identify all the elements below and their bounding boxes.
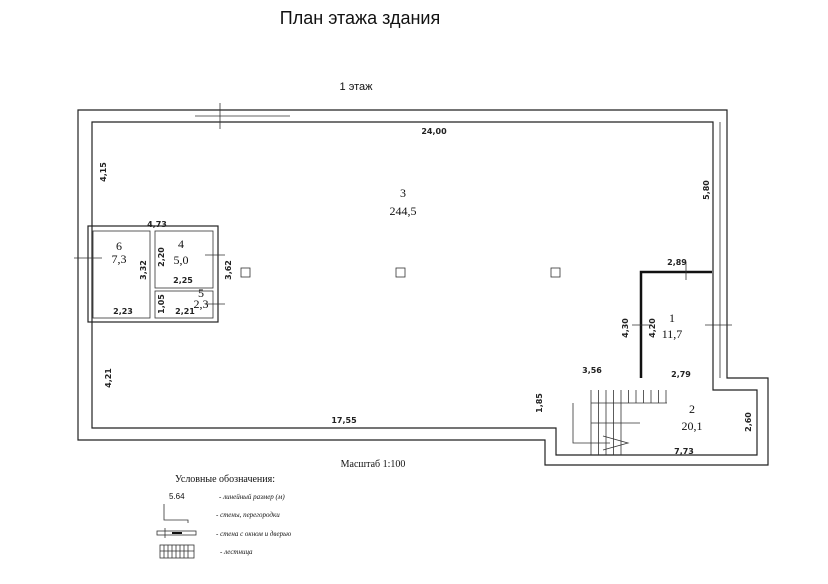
dim-r6-height: 3,32 xyxy=(139,260,148,280)
dim-r1-inner: 4,20 xyxy=(648,318,657,338)
dim-stair-step: 1,85 xyxy=(535,393,544,413)
room-2-area: 20,1 xyxy=(682,419,703,433)
column xyxy=(550,267,561,278)
room-4-area: 5,0 xyxy=(174,253,189,267)
left-rooms xyxy=(74,225,225,323)
dim-right-upper: 5,80 xyxy=(702,180,711,200)
outer-walls xyxy=(77,103,769,466)
room-3-area: 244,5 xyxy=(390,204,417,218)
room-6-area: 7,3 xyxy=(112,252,127,266)
legend-label-dimension: - линейный размер (м) xyxy=(219,493,285,501)
dim-stair-height: 2,60 xyxy=(744,412,753,432)
dim-left-upper: 4,15 xyxy=(99,162,108,182)
dim-bottom: 17,55 xyxy=(331,416,357,425)
legend-symbol-dimension: 5.64 xyxy=(169,492,185,501)
dim-stair-left: 3,56 xyxy=(582,366,602,375)
room-3-number: 3 xyxy=(400,186,406,200)
dim-stair-width: 7,73 xyxy=(674,447,694,456)
scale-label: Масштаб 1:100 xyxy=(341,459,406,470)
dim-r1-width: 2,89 xyxy=(667,258,687,267)
room-1-area: 11,7 xyxy=(662,327,683,341)
legend-title: Условные обозначения: xyxy=(175,474,275,485)
stair-direction-arrow xyxy=(602,435,630,451)
dim-r4-width: 2,25 xyxy=(173,276,193,285)
columns xyxy=(240,267,561,278)
wall-icon xyxy=(163,504,189,523)
room-5-number: 5 xyxy=(198,286,204,300)
dim-left-lower: 4,21 xyxy=(104,368,113,388)
room-2-number: 2 xyxy=(689,402,695,416)
room-6-number: 6 xyxy=(116,239,122,253)
dim-partition-top: 4,73 xyxy=(147,220,167,229)
dim-r4-outer: 3,62 xyxy=(224,260,233,280)
room-4-number: 4 xyxy=(178,237,184,251)
legend: Условные обозначения: 5.64 - линейный ра… xyxy=(156,474,291,559)
stairs-icon xyxy=(159,544,195,559)
dim-r6-width: 2,23 xyxy=(113,307,133,316)
floor-label: 1 этаж xyxy=(340,81,374,93)
legend-label-walls: - стены, перегородки xyxy=(216,511,280,519)
legend-label-stairs: - лестница xyxy=(220,548,253,556)
dim-top: 24,00 xyxy=(421,127,447,136)
room-1-number: 1 xyxy=(669,311,675,325)
dim-r1-outer: 4,30 xyxy=(621,318,630,338)
column xyxy=(240,267,251,278)
dim-r5-height: 1,05 xyxy=(157,294,166,314)
room-5-area: 2,3 xyxy=(194,297,209,311)
staircase xyxy=(572,390,667,455)
page-title: План этажа здания xyxy=(280,8,440,28)
dim-stair-top: 2,79 xyxy=(671,370,691,379)
column xyxy=(395,267,406,278)
room-1-walls xyxy=(632,262,732,378)
window-door-icon xyxy=(156,528,197,538)
dim-r4-height: 2,20 xyxy=(157,247,166,267)
legend-label-window-door: - стена с окном и дверью xyxy=(216,530,291,538)
dim-r5-width: 2,21 xyxy=(175,307,195,316)
